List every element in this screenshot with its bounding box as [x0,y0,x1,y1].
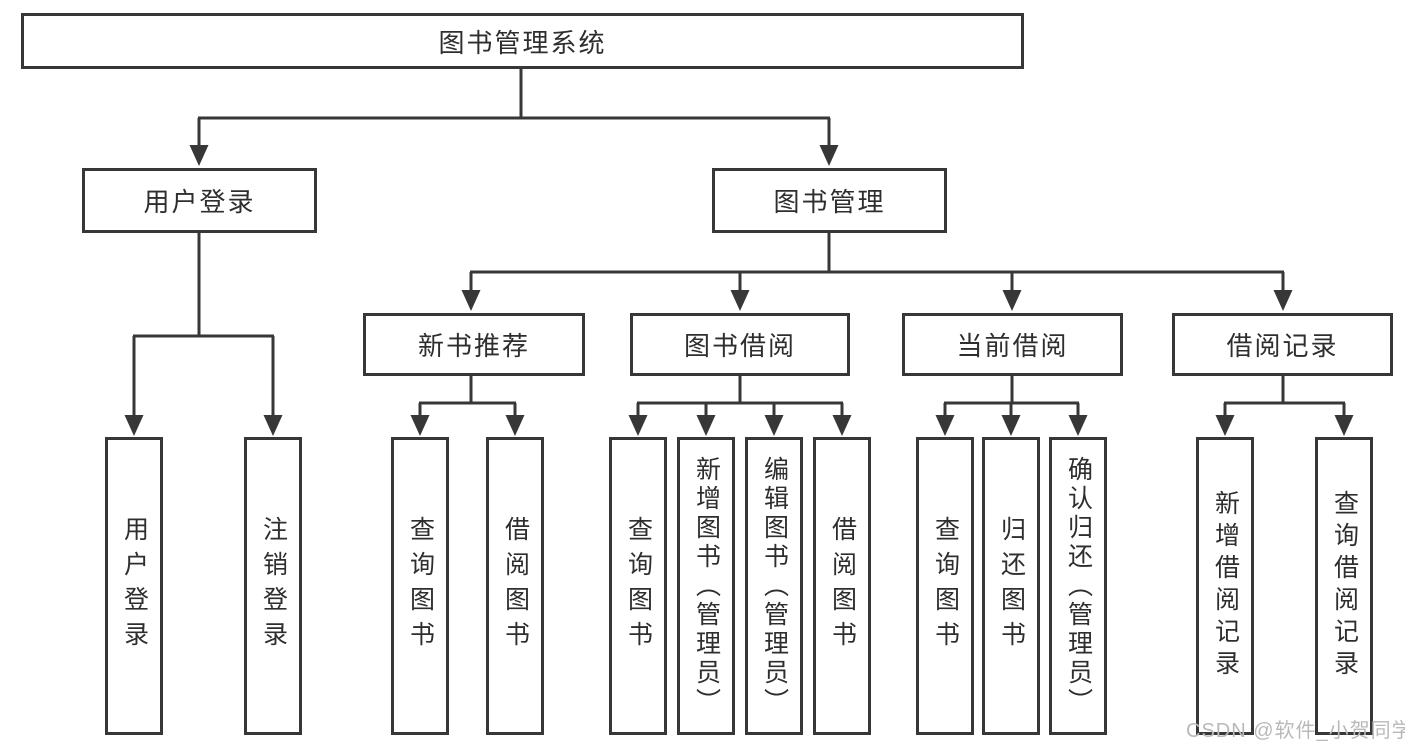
node-leaf-add-book-admin-label: 新增图书（管理员） [692,455,721,717]
arrow-down-icon [505,415,525,436]
node-root: 图书管理系统 [21,13,1024,69]
node-book-management: 图书管理 [712,168,947,233]
node-leaf-edit-book-admin-label: 编辑图书（管理员） [760,455,789,717]
arrow-down-icon [1215,415,1235,436]
arrow-down-icon [1001,415,1021,436]
node-leaf-logout-label: 注销登录 [259,516,288,656]
node-root-label: 图书管理系统 [438,27,607,58]
node-current-borrow: 当前借阅 [902,313,1123,376]
node-leaf-borrow-books-2-label: 借阅图书 [828,516,857,656]
node-leaf-user-login-label: 用户登录 [120,516,149,656]
node-current-borrow-label: 当前借阅 [956,331,1069,361]
arrow-down-icon [730,290,750,311]
node-leaf-user-login: 用户登录 [105,437,163,735]
arrow-down-icon [1334,415,1354,436]
node-leaf-borrow-books-2: 借阅图书 [813,437,871,735]
arrow-down-icon [124,415,144,436]
node-leaf-confirm-return-admin: 确认归还（管理员） [1049,437,1107,735]
arrow-down-icon [819,145,839,166]
node-user-login-label: 用户登录 [143,187,256,217]
arrow-down-icon [832,415,852,436]
arrow-down-icon [764,415,784,436]
node-leaf-query-books-1-label: 查询图书 [406,516,435,656]
arrow-down-icon [1068,415,1088,436]
node-leaf-query-borrow-record: 查询借阅记录 [1315,437,1373,735]
node-leaf-logout: 注销登录 [244,437,302,735]
node-book-borrow: 图书借阅 [630,313,850,376]
node-leaf-borrow-books-1-label: 借阅图书 [501,516,530,656]
watermark: CSDN @软件_小贺同学 [1186,720,1405,742]
node-leaf-query-books-3: 查询图书 [916,437,974,735]
node-leaf-return-books: 归还图书 [982,437,1040,735]
node-leaf-edit-book-admin: 编辑图书（管理员） [745,437,803,735]
node-user-login: 用户登录 [82,168,317,233]
arrow-down-icon [935,415,955,436]
node-leaf-query-books-3-label: 查询图书 [931,516,960,656]
arrow-down-icon [461,290,481,311]
node-leaf-return-books-label: 归还图书 [997,516,1026,656]
node-leaf-add-book-admin: 新增图书（管理员） [677,437,735,735]
node-leaf-query-books-1: 查询图书 [391,437,449,735]
node-new-book-recommend-label: 新书推荐 [417,331,530,361]
node-borrow-records-label: 借阅记录 [1226,331,1339,361]
arrow-down-icon [628,415,648,436]
arrow-down-icon [1273,290,1293,311]
node-leaf-confirm-return-admin-label: 确认归还（管理员） [1064,455,1093,717]
node-book-management-label: 图书管理 [773,187,886,217]
node-book-borrow-label: 图书借阅 [683,331,796,361]
arrow-down-icon [696,415,716,436]
node-borrow-records: 借阅记录 [1172,313,1393,376]
node-leaf-query-books-2: 查询图书 [609,437,667,735]
node-leaf-query-books-2-label: 查询图书 [624,516,653,656]
arrow-down-icon [410,415,430,436]
node-leaf-add-borrow-record: 新增借阅记录 [1196,437,1254,735]
arrow-down-icon [189,145,209,166]
node-leaf-add-borrow-record-label: 新增借阅记录 [1211,490,1240,682]
arrow-down-icon [1002,290,1022,311]
node-leaf-borrow-books-1: 借阅图书 [486,437,544,735]
node-new-book-recommend: 新书推荐 [363,313,585,376]
node-leaf-query-borrow-record-label: 查询借阅记录 [1330,490,1359,682]
arrow-down-icon [263,415,283,436]
